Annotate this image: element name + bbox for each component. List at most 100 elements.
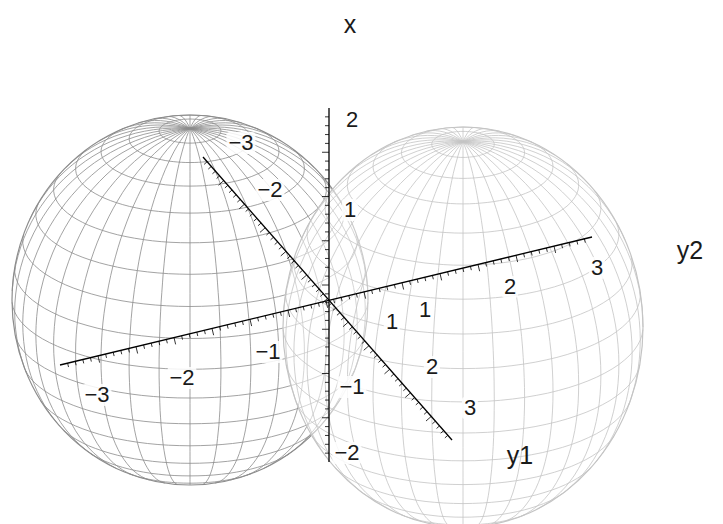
- tick-mark: [136, 347, 138, 354]
- tick-mark: [325, 338, 329, 339]
- tick-mark: [364, 346, 369, 351]
- grid-line: [325, 142, 463, 509]
- tick-mark: [349, 327, 352, 330]
- grid-line: [40, 400, 339, 446]
- tick-mark: [320, 294, 323, 297]
- grid-line: [463, 138, 555, 155]
- tick-label: −2: [167, 367, 196, 389]
- tick-mark: [208, 166, 211, 169]
- tick-mark: [325, 293, 329, 294]
- grid-line: [190, 115, 191, 129]
- tick-label: 1: [384, 311, 400, 333]
- tick-mark: [258, 223, 261, 226]
- tick-mark: [409, 281, 411, 285]
- grid-line: [402, 127, 525, 178]
- tick-mark: [322, 196, 329, 197]
- tick-mark: [485, 263, 487, 267]
- grid-line: [312, 435, 615, 484]
- tick-mark: [416, 402, 419, 405]
- tick-mark: [325, 391, 329, 392]
- tick-mark: [234, 323, 236, 327]
- grid-line: [325, 190, 601, 265]
- tick-mark: [420, 407, 423, 410]
- tick-mark: [325, 355, 329, 356]
- tick-mark: [561, 244, 563, 248]
- tick-mark: [189, 334, 191, 338]
- grid-line: [76, 149, 305, 213]
- tick-mark: [325, 258, 329, 259]
- tick-mark: [325, 214, 329, 215]
- tick-mark: [424, 412, 427, 415]
- tick-mark: [384, 369, 389, 374]
- grid-line: [301, 141, 463, 240]
- tick-mark: [271, 237, 274, 240]
- tick-label: 1: [417, 299, 433, 321]
- tick-mark: [337, 313, 340, 316]
- tick-mark: [325, 178, 329, 179]
- tick-mark: [500, 259, 502, 263]
- tick-mark: [325, 408, 329, 409]
- tick-mark: [374, 355, 377, 358]
- tick-mark: [333, 308, 336, 311]
- tick-mark: [470, 266, 472, 270]
- tick-mark: [287, 256, 290, 259]
- grid-line: [463, 127, 464, 142]
- tick-mark: [325, 382, 329, 383]
- tick-mark: [325, 276, 329, 277]
- tick-mark: [584, 239, 586, 243]
- tick-label: −1: [253, 341, 282, 363]
- tick-mark: [531, 252, 533, 256]
- tick-mark: [440, 274, 442, 281]
- grid-line: [15, 129, 190, 373]
- tick-mark: [554, 246, 556, 253]
- tick-mark: [275, 242, 278, 245]
- grid-line: [36, 129, 190, 456]
- tick-mark: [291, 261, 294, 264]
- tick-label: 1: [342, 199, 358, 221]
- tick-mark: [462, 268, 464, 272]
- tick-mark: [325, 187, 329, 188]
- tick-mark: [523, 253, 525, 257]
- tick-mark: [405, 393, 410, 398]
- tick-mark: [325, 302, 329, 303]
- tick-mark: [325, 346, 329, 347]
- tick-label: 2: [344, 109, 360, 131]
- grid-line: [129, 129, 190, 484]
- tick-mark: [237, 199, 240, 202]
- tick-mark: [362, 341, 365, 344]
- tick-mark: [227, 325, 229, 329]
- tick-mark: [113, 352, 115, 356]
- tick-mark: [348, 296, 350, 300]
- tick-mark: [301, 275, 306, 280]
- tick-mark: [325, 426, 329, 427]
- grid-line: [373, 141, 553, 204]
- tick-mark: [455, 270, 457, 274]
- tick-mark: [217, 176, 220, 179]
- grid-line: [287, 367, 640, 433]
- tick-mark: [412, 398, 415, 401]
- tick-mark: [325, 116, 329, 117]
- tick-label: −1: [337, 376, 366, 398]
- grid-line: [190, 129, 251, 484]
- tick-mark: [82, 360, 84, 364]
- tick-mark: [128, 349, 130, 353]
- tick-mark: [325, 125, 329, 126]
- tick-mark: [246, 209, 249, 212]
- tick-label: 3: [589, 257, 605, 279]
- tick-mark: [322, 373, 329, 374]
- tick-mark: [516, 255, 518, 262]
- grid-line: [347, 164, 578, 233]
- tick-mark: [403, 388, 406, 391]
- tick-mark: [325, 169, 329, 170]
- tick-mark: [312, 284, 315, 287]
- tick-mark: [325, 364, 329, 365]
- axis-label: x: [342, 12, 359, 37]
- axis-line: [203, 157, 452, 440]
- tick-mark: [333, 299, 335, 303]
- tick-mark: [343, 322, 348, 327]
- tick-mark: [166, 339, 168, 343]
- grid-line: [23, 129, 190, 427]
- tick-mark: [358, 336, 361, 339]
- tick-mark: [316, 289, 319, 292]
- tick-mark: [364, 292, 366, 299]
